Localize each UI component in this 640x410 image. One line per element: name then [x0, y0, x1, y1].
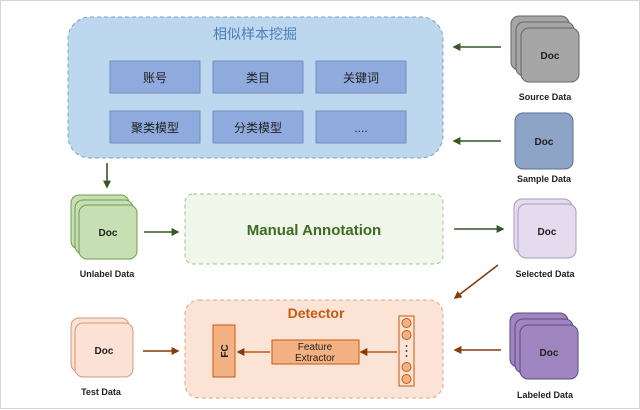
- mining-cell-more: ....: [354, 121, 367, 135]
- sample-data-caption: Sample Data: [517, 174, 572, 184]
- selected-data-doc-stack: Doc Selected Data: [513, 198, 577, 279]
- feature-extractor-line1: Feature: [298, 342, 333, 353]
- source-doc-label: Doc: [541, 51, 560, 62]
- selected-data-caption: Selected Data: [515, 269, 575, 279]
- mining-panel: 相似样本挖掘 账号 类目 关键词 聚类模型 分类模型 ....: [67, 16, 444, 159]
- labeled-doc-label: Doc: [540, 348, 559, 359]
- arrow-selected-to-detector: [453, 264, 499, 299]
- sample-doc-label: Doc: [535, 137, 554, 148]
- detector-panel: Detector FC Feature Extractor: [184, 299, 444, 399]
- mining-cell-account: 账号: [143, 71, 167, 85]
- unlabel-data-doc-stack: Doc Unlabel Data: [70, 194, 138, 279]
- sample-data-doc: Doc Sample Data: [514, 112, 574, 184]
- annotation-panel: Manual Annotation: [184, 193, 444, 265]
- fc-block: [212, 324, 236, 378]
- source-data-caption: Source Data: [519, 92, 573, 102]
- unlabel-doc-label: Doc: [99, 228, 118, 239]
- source-data-doc-stack: Doc Source Data: [510, 15, 580, 102]
- feature-extractor-block: [271, 339, 360, 365]
- unlabel-data-caption: Unlabel Data: [80, 269, 136, 279]
- mining-cell-cluster-model: 聚类模型: [131, 121, 179, 135]
- selected-doc-label: Doc: [538, 227, 557, 238]
- mining-cell-classify-model: 分类模型: [234, 121, 282, 135]
- labeled-data-caption: Labeled Data: [517, 390, 574, 400]
- labeled-data-doc-stack: Doc Labeled Data: [509, 312, 579, 400]
- mining-cell-category: 类目: [246, 71, 270, 85]
- test-doc-label: Doc: [95, 346, 114, 357]
- test-data-caption: Test Data: [81, 387, 122, 397]
- fc-label: FC: [220, 344, 231, 357]
- input-neuron-column: [398, 315, 415, 387]
- annotation-title: Manual Annotation: [247, 222, 381, 239]
- mining-title: 相似样本挖掘: [213, 26, 297, 42]
- mining-cell-keyword: 关键词: [343, 71, 379, 85]
- feature-extractor-line2: Extractor: [295, 353, 336, 364]
- test-data-doc-stack: Doc Test Data: [70, 317, 134, 397]
- detector-title: Detector: [288, 305, 345, 321]
